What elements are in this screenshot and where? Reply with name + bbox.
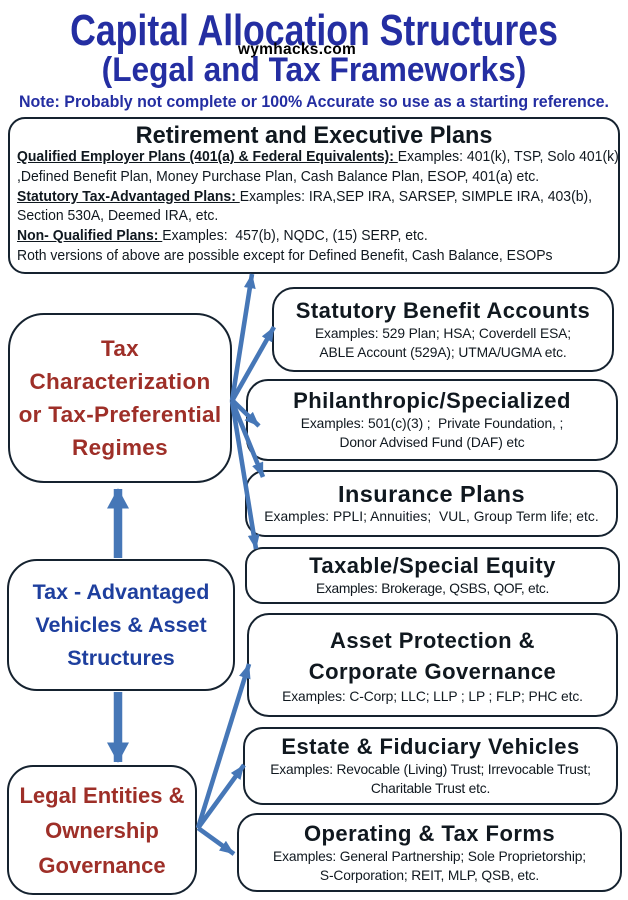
estate-fiduciary-box: Estate & Fiduciary Vehicles Examples: Re… [243,727,618,805]
asset-protection-box: Asset Protection & Corporate Governance … [247,613,618,717]
tax-advantaged-vehicles-box: Tax - Advantaged Vehicles & Asset Struct… [7,559,235,691]
insurance-plans-box: Insurance Plans Examples: PPLI; Annuitie… [245,470,618,537]
philanthropic-specialized-box: Philanthropic/Specialized Examples: 501(… [246,379,618,461]
tax-characterization-box: Tax Characterization or Tax-Preferential… [8,313,232,483]
arrow-legal-to-estate [196,763,246,830]
taxable-special-equity-box: Taxable/Special Equity Examples: Brokera… [245,547,620,604]
arrow-taxchar-to-retirement [229,273,256,402]
arrow-legal-to-operating [196,826,236,856]
retirement-plans-body: Qualified Employer Plans (401(a) & Feder… [17,149,619,264]
retirement-plans-box: Retirement and Executive Plans Qualified… [8,117,620,274]
retirement-plans-title: Retirement and Executive Plans [135,122,493,149]
operating-tax-forms-box: Operating & Tax Forms Examples: General … [237,813,622,892]
statutory-benefit-accounts-box: Statutory Benefit Accounts Examples: 529… [272,287,614,372]
legal-entities-box: Legal Entities & Ownership Governance [7,765,197,895]
